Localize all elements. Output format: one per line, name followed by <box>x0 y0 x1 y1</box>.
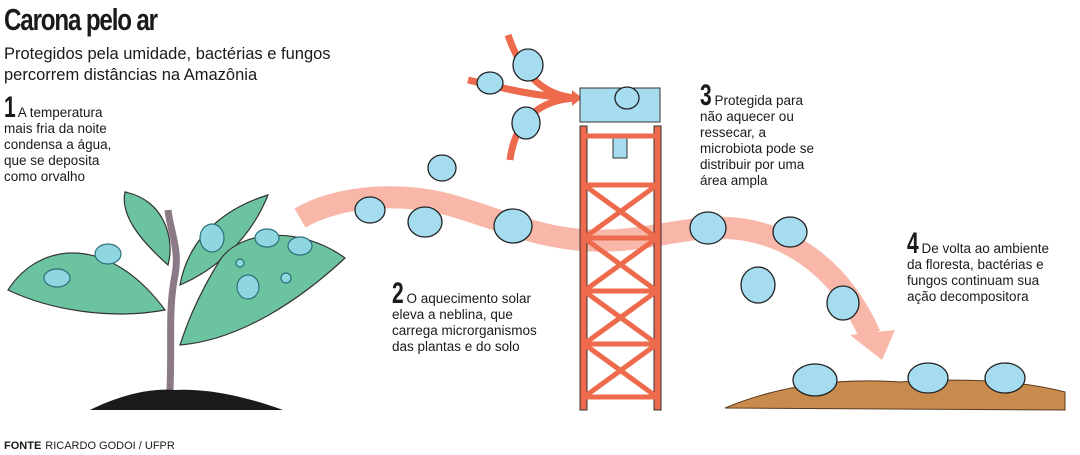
step-number: 1 <box>4 91 16 124</box>
step-text: O aquecimento solar eleva a neblina, que… <box>392 291 537 354</box>
step-3: 3 Protegida para não aquecer ou ressecar… <box>700 79 825 189</box>
step-2: 2 O aquecimento solar eleva a neblina, q… <box>392 277 542 355</box>
page-title: Carona pelo ar <box>4 2 158 37</box>
plant <box>7 191 346 410</box>
page-subtitle: Protegidos pela umidade, bactérias e fun… <box>4 45 331 84</box>
step-text: A temperatura mais fria da noite condens… <box>4 105 112 184</box>
step-number: 2 <box>392 277 404 310</box>
intake-arrowhead-icon <box>572 90 582 106</box>
microbe-droplets <box>354 48 1026 397</box>
step-text: De volta ao ambiente da floresta, bactér… <box>907 241 1050 304</box>
mist-arrowhead-icon <box>850 330 895 360</box>
step-1: 1 A temperatura mais fria da noite conde… <box>4 91 124 185</box>
step-text: Protegida para não aquecer ou ressecar, … <box>700 93 815 188</box>
source-text: RICARDO GODOI / UFPR <box>45 440 175 452</box>
source-label: FONTE <box>4 440 42 452</box>
sampling-tower <box>579 87 662 411</box>
step-4: 4 De volta ao ambiente da floresta, bact… <box>907 227 1057 305</box>
step-number: 3 <box>700 79 712 112</box>
step-number: 4 <box>907 227 919 260</box>
